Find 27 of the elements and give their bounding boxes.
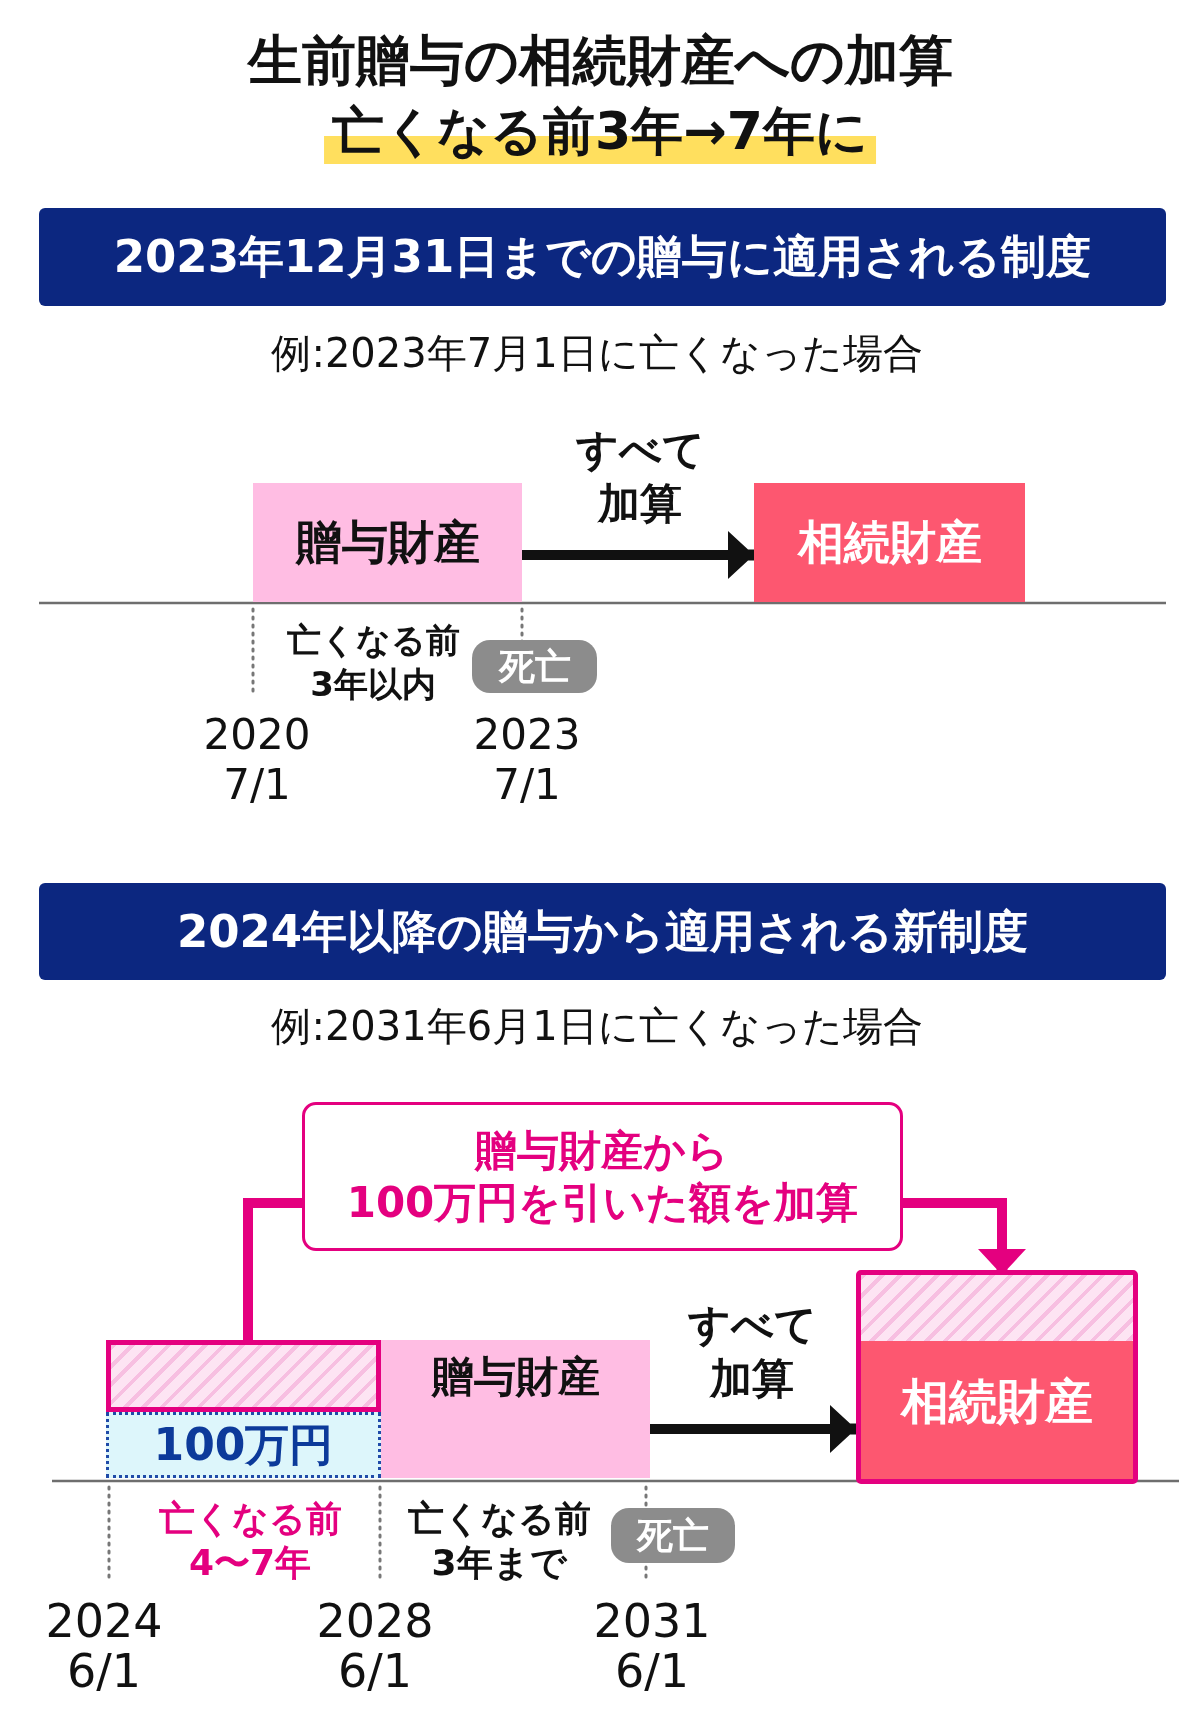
period-label: 亡くなる前4〜7年 [158, 1497, 342, 1585]
edge-label: すべて加算 [575, 424, 705, 530]
edge-label: すべて加算 [687, 1299, 817, 1405]
date-label: 2023 7/1 [473, 710, 581, 810]
section-header-band: 2024年以降の贈与から適用される新制度 [39, 883, 1166, 980]
date-label: 2024 6/1 [45, 1596, 163, 1696]
death-badge: 死亡 [611, 1508, 735, 1563]
title: 生前贈与の相続財産への加算 [247, 28, 953, 94]
connector-line [243, 1198, 302, 1340]
period-label: 亡くなる前3年まで [407, 1497, 591, 1585]
period-label: 亡くなる前3年以内 [286, 619, 460, 706]
date-label: 2028 6/1 [316, 1596, 434, 1696]
callout-box: 贈与財産から100万円を引いた額を加算 [302, 1102, 903, 1251]
example-caption: 例:2023年7月1日に亡くなった場合 [271, 329, 923, 377]
example-caption: 例:2031年6月1日に亡くなった場合 [271, 1002, 923, 1050]
gift-property-box: 贈与財産 [253, 483, 522, 602]
inheritance-property-box: 相続財産 [754, 483, 1025, 602]
inheritance-property-box [856, 1270, 1138, 1484]
property-label: 相続財産 [901, 1373, 1093, 1431]
hatched-band [861, 1275, 1133, 1341]
date-label: 2031 6/1 [593, 1596, 711, 1696]
section-header-band: 2023年12月31日までの贈与に適用される制度 [39, 208, 1166, 306]
gift-property-box [106, 1340, 650, 1478]
amount-box: 100万円 [106, 1412, 381, 1478]
property-label: 贈与財産 [432, 1352, 600, 1403]
date-label: 2020 7/1 [203, 710, 311, 810]
hatched-box [106, 1340, 381, 1412]
